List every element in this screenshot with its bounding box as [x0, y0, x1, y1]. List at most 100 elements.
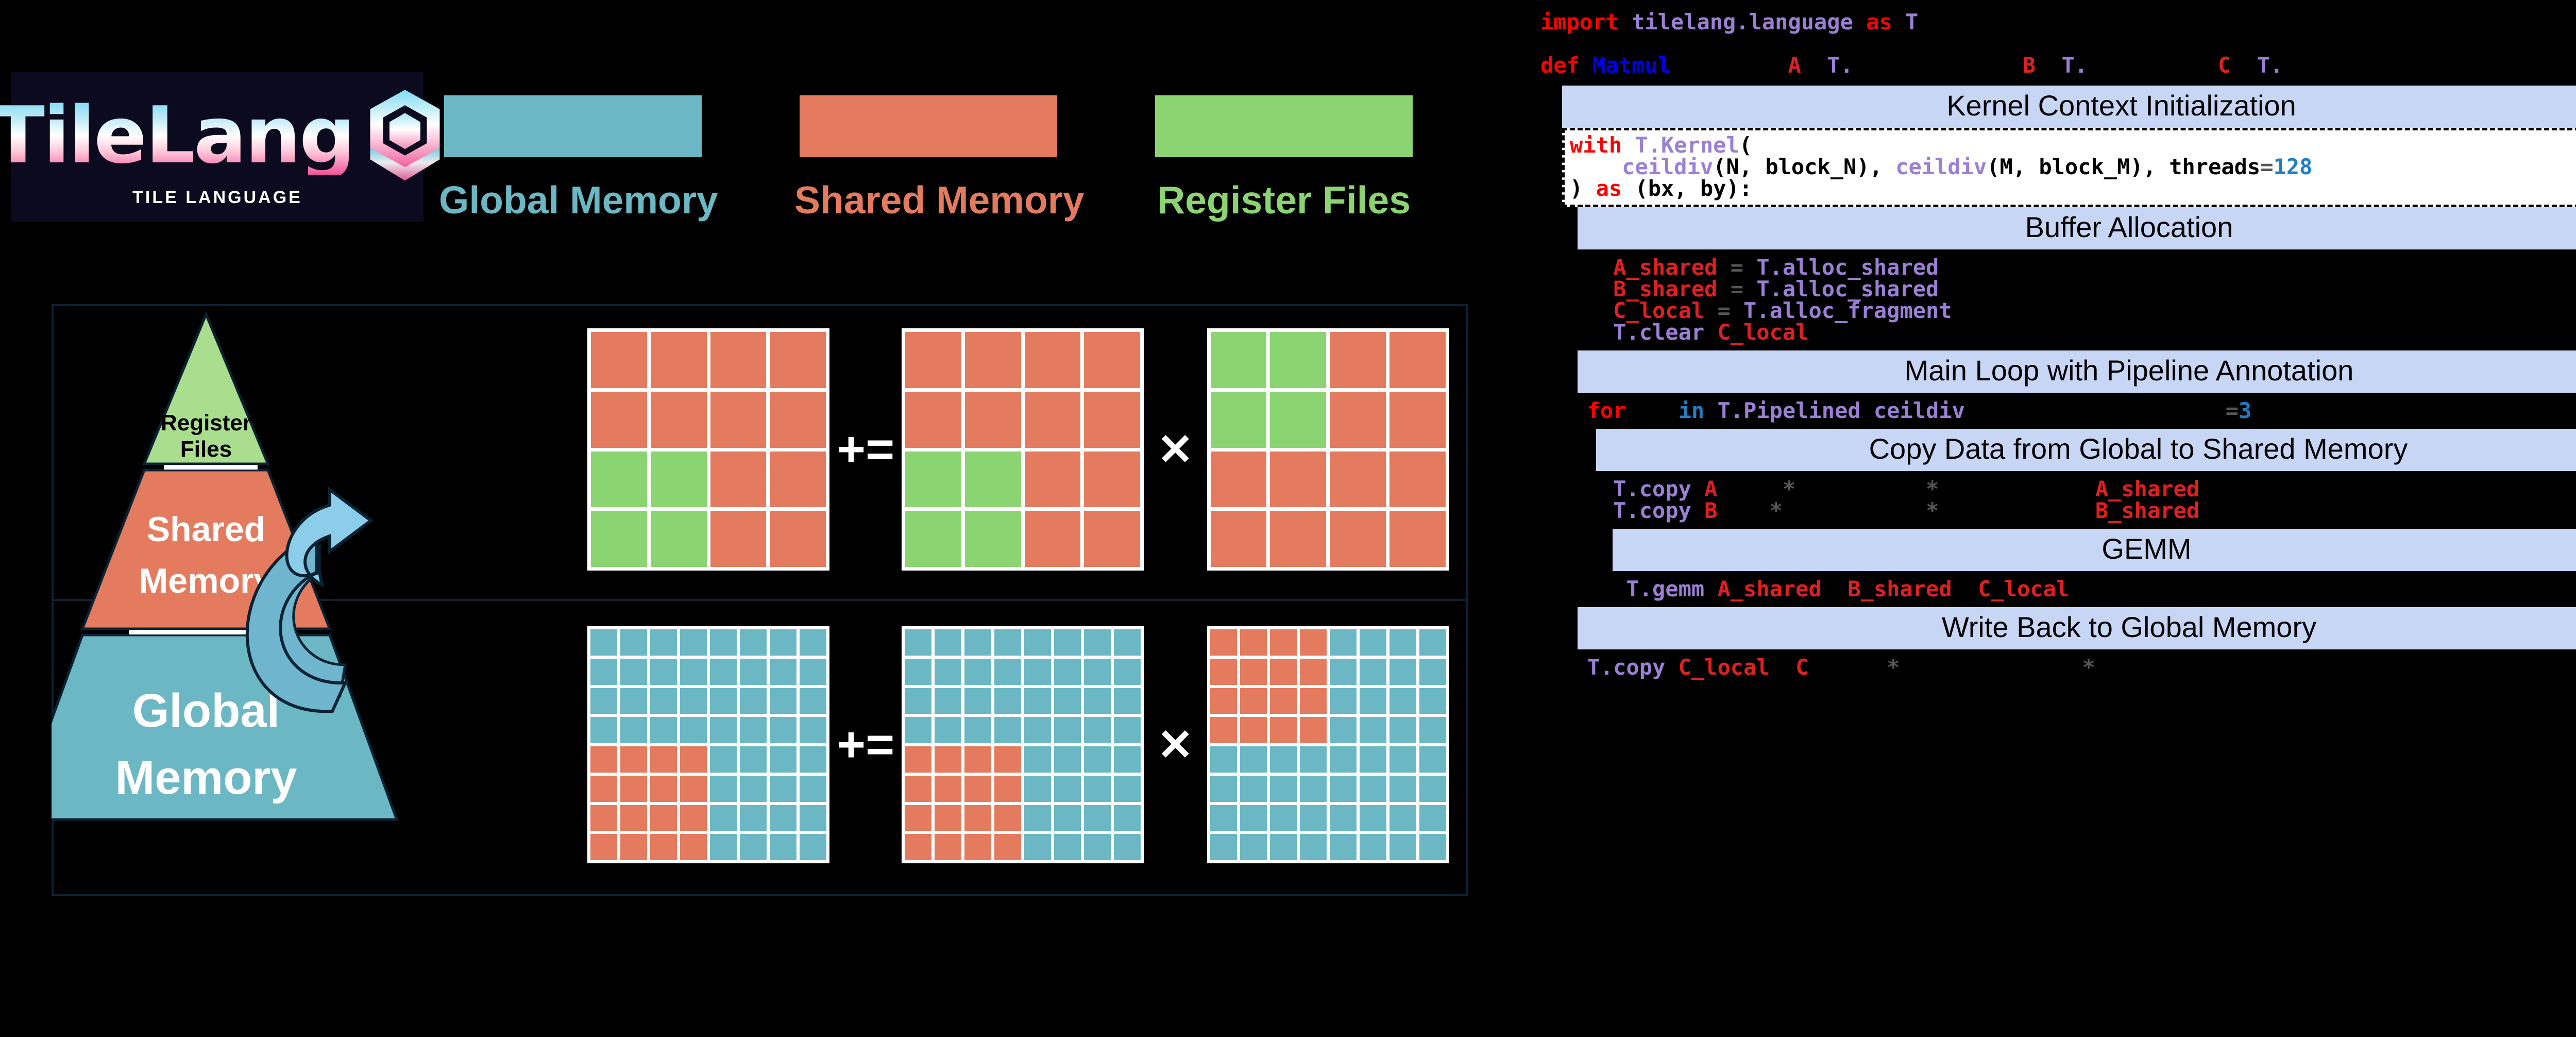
matrix-cell	[1389, 332, 1446, 388]
matrix-cell	[1210, 391, 1267, 448]
matrix-cell	[800, 805, 826, 831]
matrix-cell	[650, 658, 677, 685]
matrix-cell	[620, 834, 647, 860]
matrix-c-fragment-accumulated	[902, 328, 1144, 571]
matrix-cell	[770, 629, 796, 656]
matrix-cell	[590, 746, 617, 773]
matrix-cell	[964, 746, 992, 773]
matrix-cell	[1114, 746, 1141, 773]
matrix-cell	[905, 451, 961, 508]
matrix-cell	[620, 775, 647, 802]
matrix-cell	[1329, 805, 1357, 831]
matrix-cell	[1330, 511, 1386, 567]
code-token: )	[1570, 176, 1596, 202]
matrix-cell	[1269, 775, 1297, 802]
matrix-cell	[1329, 688, 1357, 714]
legend-label-shared-memory: Shared Memory	[794, 178, 1084, 222]
matrix-cell	[1024, 511, 1081, 567]
section-header-copy-data-from-global-to-shared-memory: Copy Data from Global to Shared Memory	[1596, 429, 2576, 472]
code-token: T.Kernel	[1635, 132, 1739, 158]
matrix-a-shared-tile	[1207, 328, 1449, 571]
matrix-cell	[1269, 629, 1297, 656]
matrix-cell	[1054, 658, 1081, 685]
matrix-cell	[800, 629, 826, 656]
code-section-copy-data-from-global-to-shared-memory: Copy Data from Global to Shared Memory T…	[1530, 429, 2576, 529]
code-token	[1561, 498, 1613, 523]
legend-item-global-memory: Global Memory	[439, 95, 718, 222]
matrix-cell	[620, 805, 647, 831]
code-token: for	[1587, 398, 1639, 424]
code-line: T.clear C_local	[1561, 322, 2576, 343]
code-token: 3	[2238, 398, 2252, 424]
matrix-cell	[770, 451, 826, 508]
matrix-row-top: += ✕	[587, 326, 1449, 573]
matrix-cell	[591, 332, 647, 388]
matrix-cell	[1114, 775, 1141, 802]
matrix-cell	[650, 746, 677, 773]
matrix-cell	[1054, 775, 1081, 802]
matrix-cell	[1240, 834, 1267, 860]
left-column: TileLang	[0, 72, 1468, 896]
svg-text:Shared: Shared	[147, 510, 266, 549]
matrix-cell	[710, 717, 737, 743]
matrix-cell	[1240, 746, 1267, 773]
matrix-cell	[994, 717, 1022, 743]
code-token: B	[2022, 53, 2036, 78]
matrix-cell	[1299, 805, 1327, 831]
matrix-cell	[1329, 658, 1357, 685]
matrix-cell	[590, 834, 617, 860]
matrix-cell	[740, 746, 767, 773]
code-token: C	[1795, 655, 1809, 680]
matrix-cell	[1210, 717, 1237, 743]
matrix-cell	[620, 746, 647, 773]
matrix-cell	[964, 775, 992, 802]
code-token: tilelang.language	[1632, 9, 1867, 35]
matrix-cell	[740, 834, 767, 860]
matrix-cell	[1240, 688, 1267, 714]
matrix-cell	[710, 511, 767, 567]
operator-multiply-top: ✕	[1157, 425, 1194, 474]
matrix-cell	[710, 391, 767, 448]
matrix-cell	[1329, 834, 1357, 860]
matrix-cell	[1084, 451, 1141, 508]
code-token: =	[2260, 154, 2274, 180]
matrix-cell	[1024, 834, 1052, 860]
matrix-cell	[1299, 717, 1327, 743]
matrix-cell	[710, 332, 767, 388]
matrix-cell	[1269, 834, 1297, 860]
matrix-cell	[964, 511, 1021, 567]
matrix-cell	[591, 391, 647, 448]
matrix-cell	[680, 658, 707, 685]
matrix-cell	[620, 717, 647, 743]
matrix-cell	[1330, 451, 1386, 508]
section-body-copy-data-from-global-to-shared-memory: T.copy A * * A_shared T.copy B * * B_sha…	[1530, 471, 2576, 529]
section-body-gemm: T.gemm A_shared B_shared C_local	[1530, 571, 2576, 607]
code-token	[1561, 398, 1587, 423]
matrix-cell	[1270, 391, 1327, 448]
matrix-cell	[1054, 746, 1081, 773]
section-body-write-back-to-global-memory: T.copy C_local C * *	[1530, 649, 2576, 685]
matrix-cell	[1359, 775, 1386, 802]
legend-item-register-files: Register Files	[1150, 95, 1418, 222]
matrix-cell	[964, 834, 992, 860]
code-line: B_shared = T.alloc_shared	[1561, 278, 2576, 300]
matrix-cell	[1269, 717, 1297, 743]
matrix-cell	[770, 746, 796, 773]
matrix-cell	[1389, 511, 1446, 567]
matrix-cell	[590, 805, 617, 831]
matrix-cell	[905, 658, 932, 685]
matrix-cell	[1210, 658, 1237, 685]
code-token: C_local	[1678, 655, 1770, 680]
matrix-cell	[1299, 629, 1327, 656]
matrix-cell	[680, 629, 707, 656]
matrix-cell	[1210, 451, 1267, 508]
code-token: B	[1704, 498, 1718, 524]
code-token: A_shared	[2095, 476, 2200, 502]
code-token: T.alloc_shared	[1756, 255, 1939, 280]
matrix-cell	[935, 717, 962, 743]
code-token	[1671, 53, 1788, 78]
matrix-cell	[935, 629, 962, 656]
matrix-cell	[620, 629, 647, 656]
matrix-cell	[1269, 658, 1297, 685]
